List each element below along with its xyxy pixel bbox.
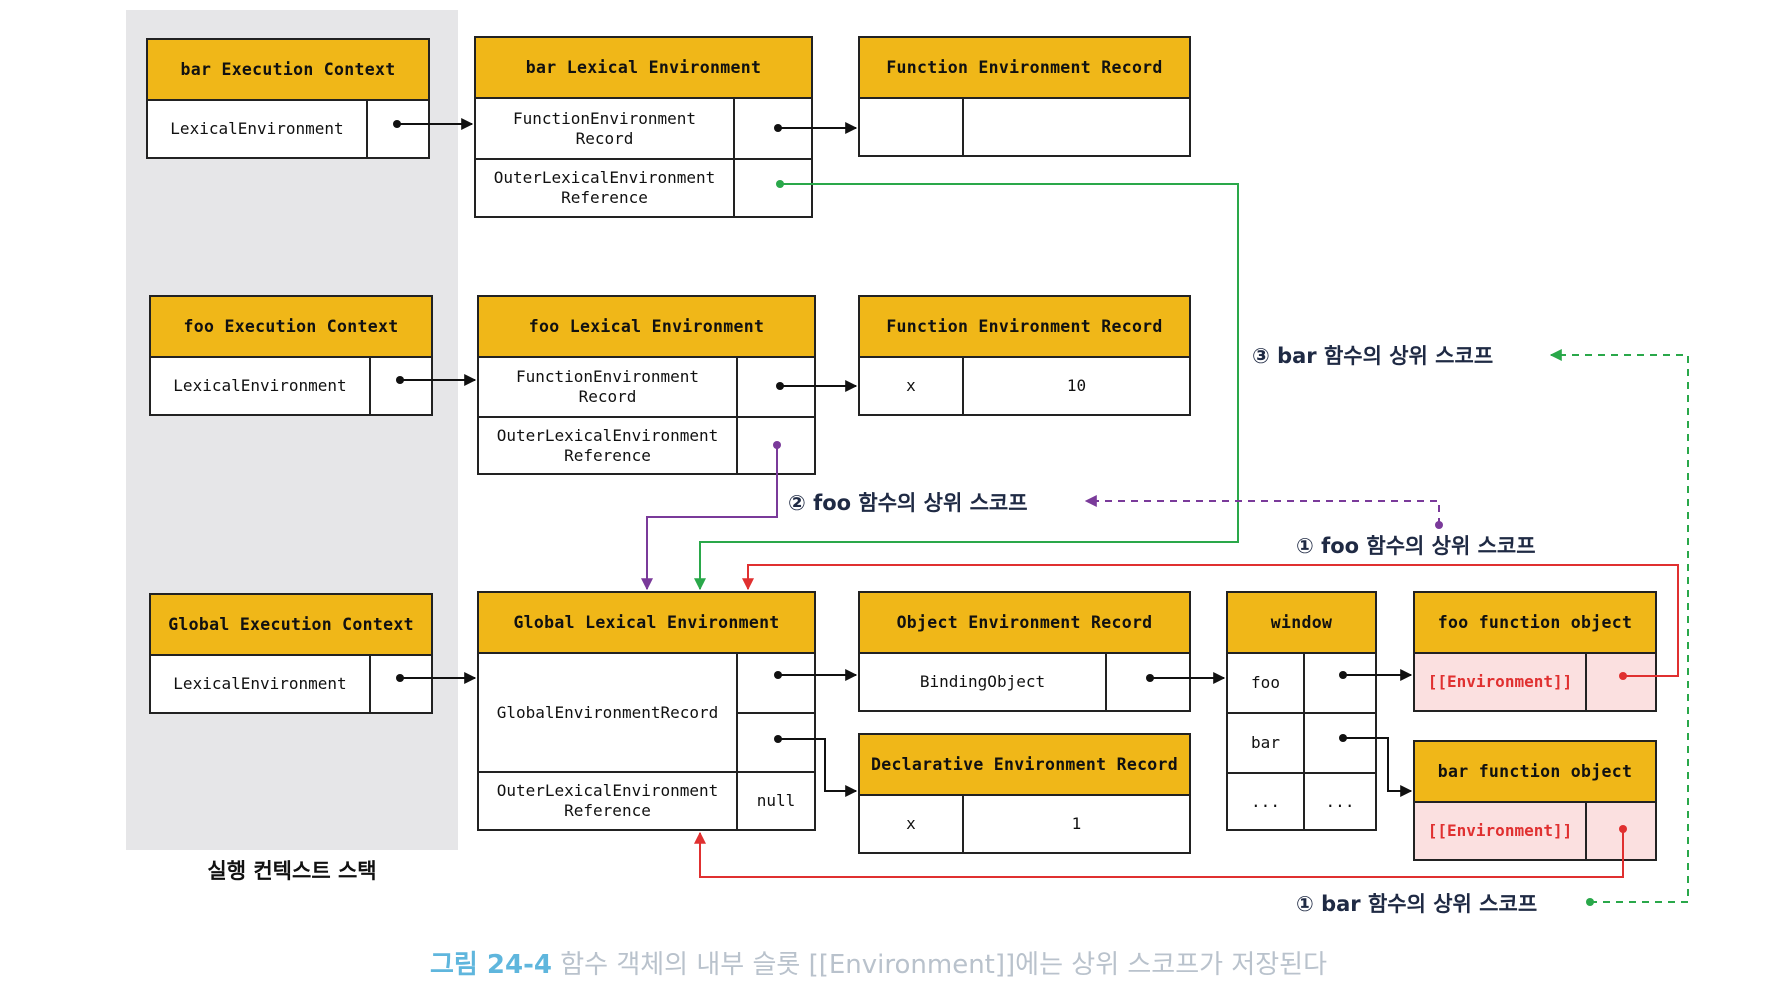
foo-ec-lexical-environment-label: LexicalEnvironment — [173, 376, 347, 395]
connector-arrows — [393, 118, 1689, 906]
figure-caption-text: 함수 객체의 내부 슬롯 [[Environment]]에는 상위 스코프가 저… — [560, 950, 1327, 980]
declarative-record-value: 1 — [1071, 814, 1082, 833]
bar-function-environment-record-label: FunctionEnvironment Record — [512, 108, 697, 148]
window-title: window — [1228, 593, 1375, 654]
bar-scope-dashed-arrow — [1549, 349, 1689, 903]
bar-lexical-environment-title: bar Lexical Environment — [476, 38, 811, 99]
foo-function-object-title: foo function object — [1415, 593, 1655, 654]
window-bar-to-bar-object-arrow — [1343, 737, 1413, 797]
window-row-ellipsis-value: ... — [1325, 791, 1355, 811]
execution-context-stack-caption: 실행 컨텍스트 스택 — [207, 859, 377, 883]
window-object: window foo bar ... ... — [1226, 591, 1377, 831]
annotation-bar-upper-scope-3: ③ bar 함수의 상위 스코프 — [1252, 344, 1494, 368]
object-environment-record: Object Environment Record BindingObject — [858, 591, 1191, 712]
window-row-bar: bar — [1251, 733, 1280, 752]
scope-chain-diagram: 실행 컨텍스트 스택 bar Execution Context Lexical… — [126, 10, 1689, 980]
bar-fer-title: Function Environment Record — [860, 38, 1189, 99]
foo-scope-dashed-arrow — [1084, 495, 1440, 525]
binding-object-label: BindingObject — [919, 672, 1046, 691]
bar-execution-context: bar Execution Context LexicalEnvironment — [146, 38, 430, 159]
foo-environment-slot: [[Environment]] — [1427, 672, 1573, 691]
global-execution-context: Global Execution Context LexicalEnvironm… — [149, 593, 433, 714]
foo-fer-value: 10 — [1066, 376, 1087, 395]
foo-lexical-environment-title: foo Lexical Environment — [479, 297, 814, 358]
bar-execution-context-title: bar Execution Context — [148, 40, 428, 101]
foo-fer-key: x — [906, 376, 916, 395]
global-execution-context-title: Global Execution Context — [151, 595, 431, 656]
bar-environment-slot: [[Environment]] — [1427, 821, 1573, 840]
window-row-foo: foo — [1251, 673, 1280, 692]
object-environment-record-title: Object Environment Record — [860, 593, 1189, 654]
bar-function-object: bar function object [[Environment]] — [1413, 740, 1657, 861]
annotation-foo-upper-scope-2: ② foo 함수의 상위 스코프 — [788, 491, 1028, 515]
bar-outer-lexical-environment-reference-label: OuterLexicalEnvironment Reference — [493, 168, 716, 207]
bar-function-environment-record: Function Environment Record — [858, 36, 1191, 157]
annotation-foo-upper-scope-1: ① foo 함수의 상위 스코프 — [1296, 534, 1536, 558]
annotation-bar-upper-scope-1: ① bar 함수의 상위 스코프 — [1296, 892, 1538, 916]
foo-environment-to-global-arrow — [742, 564, 1679, 677]
bar-ec-lexical-environment-label: LexicalEnvironment — [170, 119, 344, 138]
foo-function-environment-record: Function Environment Record x 10 — [858, 295, 1191, 416]
declarative-environment-record-title: Declarative Environment Record — [860, 735, 1189, 796]
global-environment-record-label: GlobalEnvironmentRecord — [496, 702, 719, 722]
foo-execution-context: foo Execution Context LexicalEnvironment — [149, 295, 433, 416]
global-outer-null-value: null — [756, 791, 796, 810]
global-record-to-declarative-record-arrow — [778, 738, 858, 797]
declarative-environment-record: Declarative Environment Record x 1 — [858, 733, 1191, 854]
declarative-record-key: x — [906, 814, 916, 833]
global-lexical-environment-title: Global Lexical Environment — [479, 593, 814, 654]
foo-function-object: foo function object [[Environment]] — [1413, 591, 1657, 712]
foo-lexical-environment: foo Lexical Environment FunctionEnvironm… — [477, 295, 816, 475]
foo-outer-ref-to-global-arrow — [641, 445, 778, 591]
bar-lexical-environment: bar Lexical Environment FunctionEnvironm… — [474, 36, 813, 218]
foo-outer-lexical-environment-reference-label: OuterLexicalEnvironment Reference — [496, 425, 719, 465]
foo-function-environment-record-label: FunctionEnvironment Record — [515, 367, 700, 406]
figure-number: 그림 24-4 — [430, 950, 552, 980]
window-row-ellipsis: ... — [1251, 791, 1280, 811]
global-ec-lexical-environment-label: LexicalEnvironment — [173, 674, 347, 693]
global-outer-lexical-environment-reference-label: OuterLexicalEnvironment Reference — [496, 781, 719, 820]
bar-outer-ref-to-global-arrow — [694, 183, 1239, 591]
foo-execution-context-title: foo Execution Context — [151, 297, 431, 358]
bar-function-object-title: bar function object — [1415, 742, 1655, 803]
global-lexical-environment: Global Lexical Environment GlobalEnviron… — [477, 591, 816, 831]
figure-caption: 그림 24-4 함수 객체의 내부 슬롯 [[Environment]]에는 상… — [430, 944, 1390, 980]
black-pointer-arrows — [393, 118, 1413, 797]
foo-fer-title: Function Environment Record — [860, 297, 1189, 358]
bar-environment-to-global-arrow — [694, 829, 1624, 878]
